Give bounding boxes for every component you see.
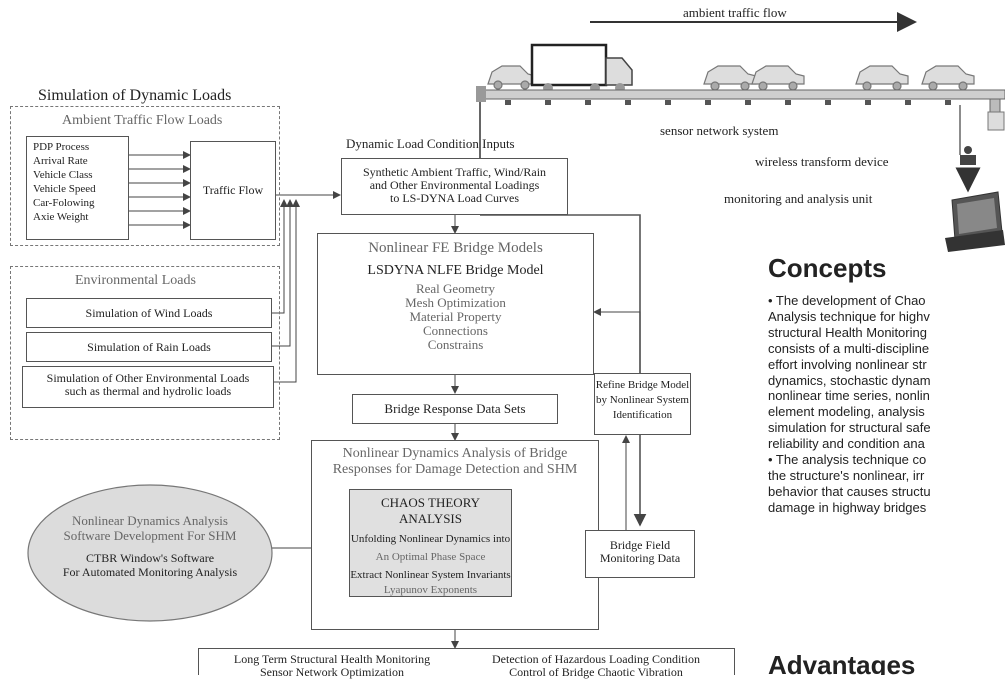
other-loads-box: Simulation of Other Environmental Loads … (22, 366, 274, 408)
car-3-icon (751, 65, 805, 91)
wireless-device-icon (960, 146, 976, 165)
pdp-item: Car-Folowing (33, 197, 95, 209)
laptop-icon (945, 191, 1005, 252)
concepts-line: effort involving nonlinear str (768, 356, 927, 372)
concepts-title: Concepts (768, 253, 887, 283)
monitoring-unit-label: monitoring and analysis unit (724, 191, 873, 206)
other-loads-line2: such as thermal and hydrolic loads (64, 384, 232, 398)
field-line: Bridge Field (609, 538, 671, 552)
output-left-2: Sensor Network Optimization (260, 665, 404, 679)
refine-box: Refine Bridge Model by Nonlinear System … (594, 373, 691, 435)
fe-title: Nonlinear FE Bridge Models (368, 240, 543, 256)
output-right-1: Detection of Hazardous Loading Condition (492, 652, 700, 666)
wireless-device-label: wireless transform device (755, 154, 889, 169)
pdp-box: PDP Process Arrival Rate Vehicle Class V… (26, 136, 129, 240)
pdp-item: Vehicle Speed (33, 183, 96, 195)
inputs-line2: and Other Environmental Loadings (369, 178, 540, 192)
traffic-flow-text: Traffic Flow (202, 183, 264, 197)
fe-subtitle: LSDYNA NLFE Bridge Model (367, 263, 544, 278)
refine-line: Refine Bridge Model (595, 379, 690, 391)
concepts-line: • The analysis technique co (768, 452, 927, 468)
concepts-body: • The development of Chao Analysis techn… (768, 293, 1005, 516)
field-line: Monitoring Data (599, 551, 681, 565)
fe-models-box: Nonlinear FE Bridge Models LSDYNA NLFE B… (317, 233, 594, 375)
output-left-1: Long Term Structural Health Monitoring (233, 652, 431, 666)
car-1-icon (487, 65, 536, 90)
nda-title2: Responses for Damage Detection and SHM (332, 462, 578, 477)
chaos-line1: Unfolding Nonlinear Dynamics into (350, 533, 511, 545)
chaos-box: CHAOS THEORY ANALYSIS Unfolding Nonlinea… (349, 489, 512, 597)
concepts-line: • The development of Chao (768, 293, 926, 308)
sim-title: Simulation of Dynamic Loads (38, 87, 232, 104)
fe-item: Mesh Optimization (405, 295, 506, 310)
car-5-icon (921, 65, 975, 91)
concepts-line: behavior that causes structu (768, 483, 931, 499)
response-box: Bridge Response Data Sets (352, 394, 558, 424)
refine-line: by Nonlinear System (596, 394, 689, 406)
pdp-item: PDP Process (33, 141, 90, 153)
nda-title1: Nonlinear Dynamics Analysis of Bridge (342, 446, 568, 461)
software-line1: Nonlinear Dynamics Analysis (72, 513, 228, 528)
chaos-line3: Extract Nonlinear System Invariants (350, 569, 511, 581)
software-line2: Software Development For SHM (63, 528, 237, 543)
concepts-line: consists of a multi-discipline (768, 340, 930, 356)
concepts-line: damage in highway bridges (768, 499, 927, 515)
traffic-flow-label: ambient traffic flow (683, 5, 787, 20)
inputs-box: Synthetic Ambient Traffic, Wind/Rain and… (341, 158, 568, 215)
concepts-line: Analysis technique for highv (768, 308, 930, 324)
fe-item: Connections (423, 323, 488, 338)
fe-item: Real Geometry (415, 281, 496, 296)
inputs-line1: Synthetic Ambient Traffic, Wind/Rain (362, 165, 547, 179)
concepts-line: simulation for structural safe (768, 420, 931, 436)
car-4-icon (855, 65, 909, 91)
fe-item: Constrains (427, 337, 484, 352)
outputs-box: Long Term Structural Health Monitoring S… (198, 648, 735, 679)
env-title: Environmental Loads (75, 273, 196, 288)
wind-loads-box: Simulation of Wind Loads (26, 298, 272, 328)
truck-icon (530, 43, 633, 93)
response-text: Bridge Response Data Sets (384, 401, 526, 416)
traffic-flow-box: Traffic Flow (190, 141, 276, 240)
car-2-icon (703, 65, 757, 91)
ambient-group (10, 106, 280, 246)
advantages-title: Advantages (768, 650, 916, 675)
inputs-line3: to LS-DYNA Load Curves (390, 191, 519, 205)
rain-loads-box: Simulation of Rain Loads (26, 332, 272, 362)
pdp-item: Axie Weight (33, 211, 89, 223)
ambient-title: Ambient Traffic Flow Loads (62, 113, 223, 128)
wind-loads-text: Simulation of Wind Loads (85, 305, 213, 320)
field-data-box: Bridge Field Monitoring Data (585, 530, 695, 578)
concepts-line: nonlinear time series, nonlin (768, 388, 930, 404)
sensor-network-label: sensor network system (660, 123, 779, 138)
bridge-deck (476, 86, 1005, 131)
pdp-item: Arrival Rate (33, 155, 88, 167)
chaos-line4: Lyapunov Exponents (383, 584, 478, 596)
chaos-line2: An Optimal Phase Space (375, 551, 486, 563)
pdp-item: Vehicle Class (33, 169, 93, 181)
concepts-line: the structure's nonlinear, irr (768, 467, 925, 483)
concepts-line: dynamics, stochastic dynam (768, 372, 931, 388)
refine-line: Identification (612, 409, 673, 421)
output-right-2: Control of Bridge Chaotic Vibration (509, 665, 683, 679)
software-line4: For Automated Monitoring Analysis (62, 565, 238, 579)
fe-item: Material Property (409, 309, 502, 324)
inputs-title: Dynamic Load Condition Inputs (346, 136, 515, 151)
concepts-line: element modeling, analysis (768, 404, 925, 420)
rain-loads-text: Simulation of Rain Loads (87, 339, 211, 354)
other-loads-line1: Simulation of Other Environmental Loads (46, 371, 250, 385)
software-ellipse (27, 484, 273, 622)
environmental-group (10, 266, 280, 440)
software-line3: CTBR Window's Software (85, 551, 215, 565)
concepts-line: reliability and condition ana (768, 436, 925, 452)
software-text: Nonlinear Dynamics Analysis Software Dev… (30, 513, 270, 579)
concepts-line: structural Health Monitoring (768, 324, 927, 340)
chaos-title: CHAOS THEORY ANALYSIS (380, 495, 481, 526)
